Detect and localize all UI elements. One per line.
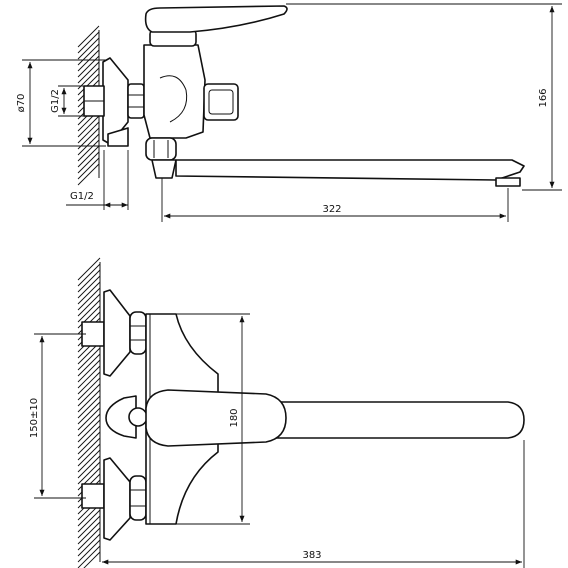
dim-spout-reach: 322	[161, 178, 509, 222]
hatch-line	[77, 389, 101, 413]
dim-outlet-thread: G1/2	[66, 150, 129, 210]
hatch-line	[77, 37, 100, 60]
hatch-line	[77, 407, 101, 431]
hatch-line	[77, 383, 101, 407]
side-view: ø70 G1/2 G1/2 322 166	[16, 3, 562, 222]
hatch-line	[77, 431, 101, 455]
outlet-thread-label: G1/2	[70, 191, 94, 202]
hatch-line	[77, 257, 101, 281]
hatch-line	[77, 293, 101, 317]
diverter-knob	[203, 83, 239, 121]
hatch-line	[77, 395, 101, 419]
hatch-line	[77, 509, 101, 533]
hatch-line	[77, 515, 101, 539]
hatch-line	[77, 31, 100, 54]
hatch-line	[77, 287, 101, 311]
dim-inlet-spacing: 150±10	[29, 333, 86, 499]
handle-lever-front	[145, 389, 287, 447]
dim-inlet-thread: G1/2	[50, 85, 84, 117]
total-reach-label: 383	[302, 550, 321, 561]
hatch-line	[77, 139, 100, 162]
top-view: 150±10 180 383	[29, 257, 525, 568]
hatch-line	[77, 121, 100, 144]
height-label: 166	[538, 88, 549, 107]
hatch-line	[77, 43, 100, 66]
hatch-line	[77, 263, 101, 287]
hatch-line	[77, 145, 100, 168]
hatch-line	[77, 73, 100, 96]
hatch-line	[77, 347, 101, 371]
hatch-line	[77, 157, 100, 180]
wall-hatch-bottom	[77, 257, 101, 568]
hatch-line	[77, 25, 100, 48]
hatch-line	[77, 55, 100, 78]
dim-height: 166	[286, 3, 562, 191]
hatch-line	[77, 413, 101, 437]
hatch-line	[77, 299, 101, 323]
hatch-line	[77, 269, 101, 293]
dim-body-height: 180	[176, 313, 250, 525]
inlet-spacing-label: 150±10	[29, 398, 40, 438]
hatch-line	[77, 359, 101, 383]
aerator	[495, 177, 521, 187]
hatch-line	[77, 521, 101, 545]
mixer-body	[143, 44, 206, 139]
hatch-line	[77, 443, 101, 467]
hatch-line	[77, 371, 101, 395]
body-height-label: 180	[229, 408, 240, 427]
hatch-line	[77, 151, 100, 174]
hatch-line	[77, 401, 101, 425]
hatch-line	[77, 115, 100, 138]
hatch-line	[77, 61, 100, 84]
hatch-line	[77, 353, 101, 377]
flange-diameter-label: ø70	[16, 94, 27, 113]
handle-lever	[144, 5, 288, 33]
hatch-line	[77, 67, 100, 90]
hatch-line	[77, 449, 101, 473]
hatch-line	[77, 527, 101, 551]
hatch-line	[77, 377, 101, 401]
dim-total-reach: 383	[102, 440, 525, 568]
hatch-line	[77, 545, 101, 568]
hatch-line	[77, 533, 101, 557]
hatch-line	[77, 275, 101, 299]
hatch-line	[83, 551, 101, 568]
hatch-line	[77, 49, 100, 72]
spout	[175, 159, 525, 181]
hatch-line	[77, 425, 101, 449]
hatch-line	[77, 133, 100, 156]
hatch-line	[77, 365, 101, 389]
dim-flange-diameter: ø70	[16, 59, 106, 147]
lower-inlet	[81, 457, 147, 541]
hatch-line	[77, 127, 100, 150]
hatch-line	[77, 437, 101, 461]
wall-flange	[102, 57, 129, 145]
diverter-knob-front	[105, 395, 137, 439]
hatch-line	[77, 281, 101, 305]
upper-inlet	[81, 289, 147, 377]
hatch-line	[77, 455, 101, 479]
hatch-line	[77, 539, 101, 563]
eccentric-nut	[127, 83, 145, 119]
spout-nut	[145, 137, 177, 161]
hatch-line	[77, 419, 101, 443]
hatch-line	[77, 461, 101, 485]
inlet-thread-label: G1/2	[50, 89, 61, 113]
spout-reach-label: 322	[322, 204, 341, 215]
hatch-line	[77, 163, 100, 186]
